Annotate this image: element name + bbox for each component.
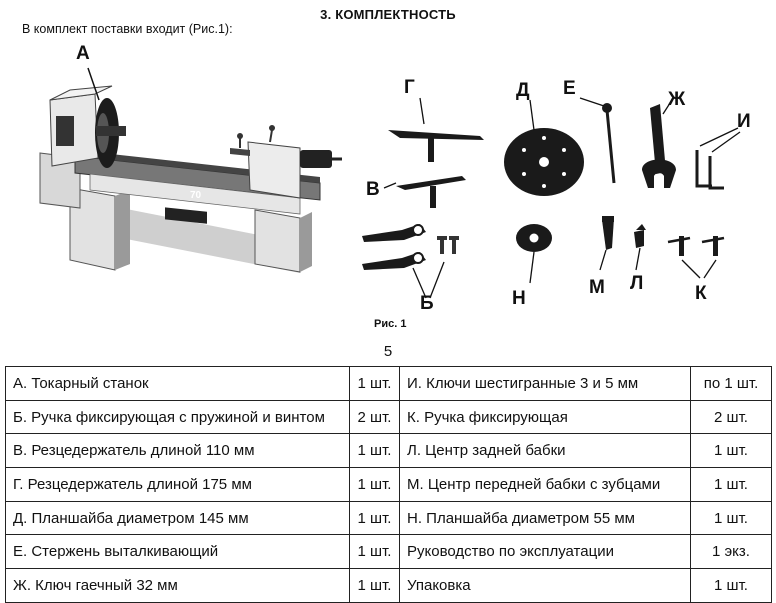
faceplate-55-illustration [516, 224, 552, 252]
qty-cell: 2 шт. [690, 399, 772, 435]
qty-cell: 1 шт. [690, 433, 772, 469]
page-number: 5 [383, 343, 393, 360]
item-cell: Руководство по эксплуатации [399, 534, 691, 570]
tool-rest-175-illustration [388, 130, 484, 162]
label-k: К [695, 283, 707, 304]
live-center-illustration [634, 224, 646, 248]
label-v: В [366, 179, 380, 200]
item-cell: Б. Ручка фиксирующая с пружиной и винтом [5, 399, 350, 435]
qty-cell: 1 шт. [349, 534, 400, 570]
label-n: Н [512, 288, 526, 309]
item-cell: Л. Центр задней бабки [399, 433, 691, 469]
item-cell: В. Резцедержатель длиной 110 мм [5, 433, 350, 469]
qty-cell: 1 шт. [690, 568, 772, 603]
qty-cell: 1 шт. [349, 366, 400, 401]
drive-center-illustration [602, 216, 614, 250]
item-cell: К. Ручка фиксирующая [399, 399, 691, 435]
qty-cell: 2 шт. [349, 399, 400, 435]
qty-cell: 1 шт. [349, 568, 400, 603]
qty-cell: 1 экз. [690, 534, 772, 570]
hex-keys-illustration [695, 150, 724, 190]
item-cell: Г. Резцедержатель длиной 175 мм [5, 467, 350, 502]
qty-cell: 1 шт. [690, 467, 772, 502]
item-cell: И. Ключи шестигранные 3 и 5 мм [399, 366, 691, 401]
spanner-illustration [642, 104, 676, 188]
label-l: Л [630, 273, 644, 294]
label-g: Г [404, 77, 415, 98]
item-cell: Упаковка [399, 568, 691, 603]
qty-cell: 1 шт. [349, 467, 400, 502]
label-d: Д [516, 80, 530, 101]
figure-1: А Г В Д Е Ж И Б Н М Л К 70 [0, 38, 776, 338]
item-cell: Д. Планшайба диаметром 145 мм [5, 500, 350, 536]
label-b: Б [420, 293, 434, 314]
item-cell: Ж. Ключ гаечный 32 мм [5, 568, 350, 603]
tool-rest-110-illustration [396, 176, 466, 208]
intro-text: В комплект поставки входит (Рис.1): [22, 22, 233, 36]
item-cell: А. Токарный станок [5, 366, 350, 401]
item-cell: М. Центр передней бабки с зубцами [399, 467, 691, 502]
label-e: Е [563, 78, 576, 99]
locking-knobs-illustration [667, 236, 725, 256]
machine-badge: 70 [190, 190, 202, 201]
qty-cell: по 1 шт. [690, 366, 772, 401]
locking-handle-illustration [362, 224, 459, 270]
faceplate-145-illustration [504, 128, 584, 196]
qty-cell: 1 шт. [349, 433, 400, 469]
parts-illustration [39, 67, 741, 299]
label-zh: Ж [668, 89, 686, 110]
knockout-bar-illustration [602, 103, 616, 184]
section-title: 3. КОМПЛЕКТНОСТЬ [320, 7, 456, 22]
label-m: М [589, 277, 605, 298]
lathe-illustration [39, 85, 342, 273]
qty-cell: 1 шт. [349, 500, 400, 536]
figure-caption: Рис. 1 [374, 318, 407, 330]
label-i: И [737, 111, 751, 132]
item-cell: Н. Планшайба диаметром 55 мм [399, 500, 691, 536]
qty-cell: 1 шт. [690, 500, 772, 536]
item-cell: Е. Стержень выталкивающий [5, 534, 350, 570]
label-a: А [76, 43, 90, 64]
table-row: Б. Ручка фиксирующая с пружиной и винтом… [5, 399, 772, 435]
